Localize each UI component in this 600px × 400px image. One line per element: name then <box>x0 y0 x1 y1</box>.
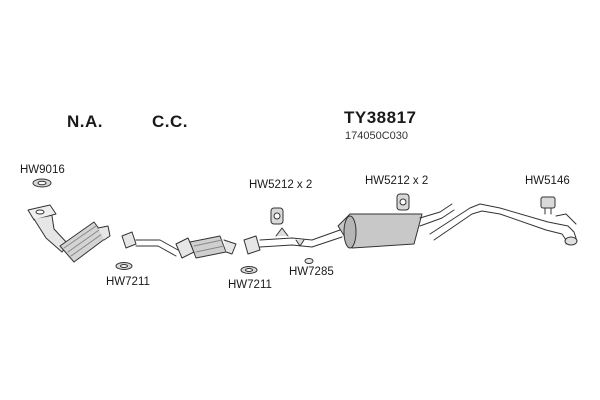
label-hw5146: HW5146 <box>525 175 570 187</box>
label-hw7211-front: HW7211 <box>106 276 150 288</box>
gasket-hw7211-front <box>115 262 133 270</box>
label-hw7211-mid: HW7211 <box>228 279 272 291</box>
label-hw7285: HW7285 <box>289 266 334 278</box>
kit-number: TY38817 <box>344 108 417 127</box>
hanger-hw5212-front <box>270 207 284 225</box>
heading-na: N.A. <box>67 112 103 131</box>
cc-catalytic-converter <box>175 235 237 259</box>
intermediate-pipe <box>243 227 343 255</box>
clamp-hw7285 <box>304 258 314 264</box>
hanger-hw5212-rear <box>396 193 410 211</box>
tailpipe <box>429 203 578 246</box>
heading-cc: C.C. <box>152 112 188 131</box>
label-hw5212-rear: HW5212 x 2 <box>365 175 429 187</box>
front-catalytic-converter <box>27 204 111 263</box>
middle-silencer <box>337 203 455 249</box>
oem-number: 174050C030 <box>345 130 409 142</box>
mount-hw5146 <box>540 196 556 215</box>
label-hw9016: HW9016 <box>20 164 65 176</box>
front-pipe <box>121 231 179 257</box>
gasket-hw9016 <box>32 178 52 188</box>
gasket-hw7211-mid <box>240 266 258 274</box>
label-hw5212-front: HW5212 x 2 <box>249 179 313 191</box>
